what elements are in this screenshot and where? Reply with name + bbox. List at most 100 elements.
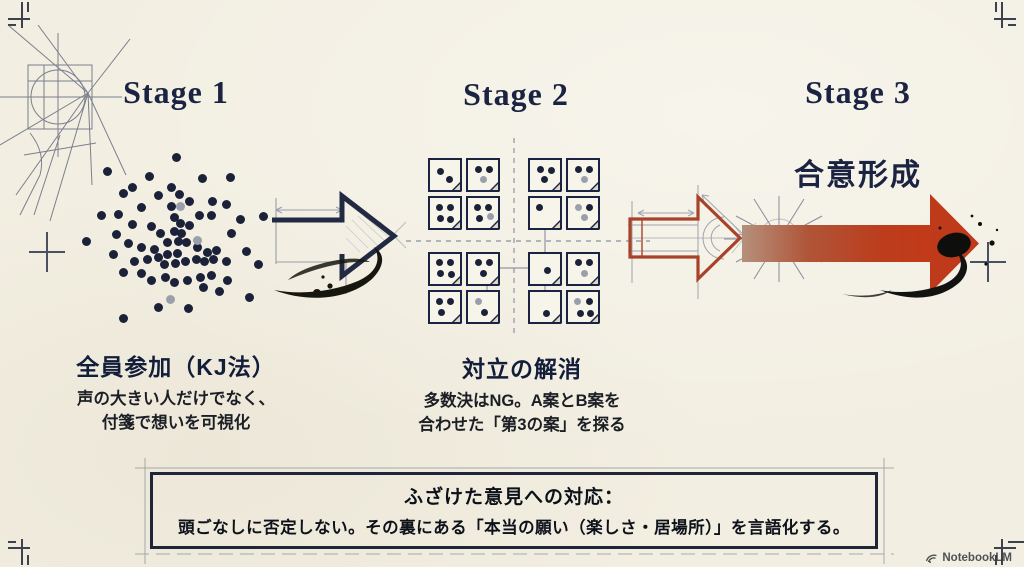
idea-dot: [137, 269, 146, 278]
note-dot: [475, 298, 482, 305]
idea-dot: [222, 257, 231, 266]
sticky-note: [566, 290, 600, 324]
note-dot: [544, 267, 551, 274]
stage2-heading: 対立の解消: [462, 356, 582, 382]
idea-dot: [128, 183, 137, 192]
folded-corner-icon: [454, 278, 460, 284]
idea-dot: [254, 260, 263, 269]
folded-corner-icon: [554, 278, 560, 284]
note-dot: [480, 176, 487, 183]
advice-box-title: ふざけた意見への対応：: [403, 487, 624, 508]
note-dot: [543, 310, 550, 317]
note-dot: [481, 309, 488, 316]
idea-dot: [259, 212, 268, 221]
note-dot: [480, 270, 487, 277]
note-dot: [476, 215, 483, 222]
idea-dot: [156, 229, 165, 238]
note-dot: [586, 166, 593, 173]
idea-dot: [171, 259, 180, 268]
idea-dot: [182, 238, 191, 247]
idea-dot: [195, 211, 204, 220]
note-dot: [548, 167, 555, 174]
note-dot: [447, 259, 454, 266]
idea-dot: [170, 213, 179, 222]
idea-dot: [143, 255, 152, 264]
note-dot: [446, 176, 453, 183]
note-dot: [437, 270, 444, 277]
idea-dot: [130, 257, 139, 266]
notebooklm-logo-icon: [926, 554, 938, 563]
stage2-title: Stage 2: [463, 76, 569, 112]
idea-dot: [192, 255, 201, 264]
idea-dot: [114, 210, 123, 219]
folded-corner-icon: [454, 316, 460, 322]
sticky-note: [566, 252, 600, 286]
idea-dot: [124, 239, 133, 248]
ink-arrow-icon: [272, 190, 407, 298]
idea-dot: [196, 273, 205, 282]
advice-box: ふざけた意見への対応： 頭ごなしに否定しない。その裏にある「本当の願い（楽しさ・…: [150, 472, 878, 549]
note-dot: [474, 204, 481, 211]
note-dot: [487, 213, 494, 220]
idea-dot-cloud: [60, 140, 275, 325]
note-dot: [541, 176, 548, 183]
sticky-note: [466, 290, 500, 324]
idea-dot: [215, 287, 224, 296]
idea-dot: [163, 238, 172, 247]
idea-dot: [176, 219, 185, 228]
note-dot: [438, 309, 445, 316]
folded-corner-icon: [454, 222, 460, 228]
note-dot: [486, 259, 493, 266]
idea-dot: [173, 249, 182, 258]
note-dot: [586, 298, 593, 305]
stage1-description-line1: 声の大きい人だけでなく、: [77, 390, 275, 408]
folded-corner-icon: [454, 184, 460, 190]
idea-dot: [181, 257, 190, 266]
folded-corner-icon: [492, 316, 498, 322]
idea-dot: [170, 227, 179, 236]
idea-dot: [97, 211, 106, 220]
stage2-caption: 対立の解消 多数決はNG。A案とB案を 合わせた「第3の案」を探る: [382, 350, 662, 438]
outlined-arrow-icon: [628, 185, 788, 299]
note-dot: [574, 298, 581, 305]
idea-dot: [145, 172, 154, 181]
idea-dot: [172, 153, 181, 162]
idea-dot: [199, 283, 208, 292]
advice-box-body: 頭ごなしに否定しない。その裏にある「本当の願い（楽しさ・居場所）」を言語化する。: [178, 519, 850, 537]
note-dot: [437, 215, 444, 222]
idea-dot: [176, 202, 185, 211]
folded-corner-icon: [492, 222, 498, 228]
idea-dot: [167, 183, 176, 192]
idea-dot: [167, 202, 176, 211]
idea-dot: [185, 221, 194, 230]
idea-dot: [177, 229, 186, 238]
idea-dot: [147, 276, 156, 285]
idea-dot: [137, 203, 146, 212]
note-dot: [581, 176, 588, 183]
idea-dot: [207, 211, 216, 220]
idea-dot: [109, 250, 118, 259]
note-dot: [436, 298, 443, 305]
note-dot: [475, 259, 482, 266]
note-dot: [447, 298, 454, 305]
idea-dot: [207, 271, 216, 280]
idea-dot: [212, 246, 221, 255]
note-dot: [536, 204, 543, 211]
note-dot: [575, 259, 582, 266]
note-dot: [577, 310, 584, 317]
folded-corner-icon: [554, 222, 560, 228]
idea-dot: [147, 222, 156, 231]
idea-dot: [203, 248, 212, 257]
idea-dot: [163, 250, 172, 259]
idea-dot: [183, 276, 192, 285]
stage2-description-line1: 多数決はNG。A案とB案を: [423, 392, 621, 410]
folded-corner-icon: [554, 184, 560, 190]
idea-dot: [245, 293, 254, 302]
folded-corner-icon: [492, 184, 498, 190]
sticky-note: [566, 196, 600, 230]
sticky-note: [528, 196, 562, 230]
idea-dot: [193, 236, 202, 245]
note-dot: [448, 271, 455, 278]
stage1-title: Stage 1: [123, 74, 229, 110]
